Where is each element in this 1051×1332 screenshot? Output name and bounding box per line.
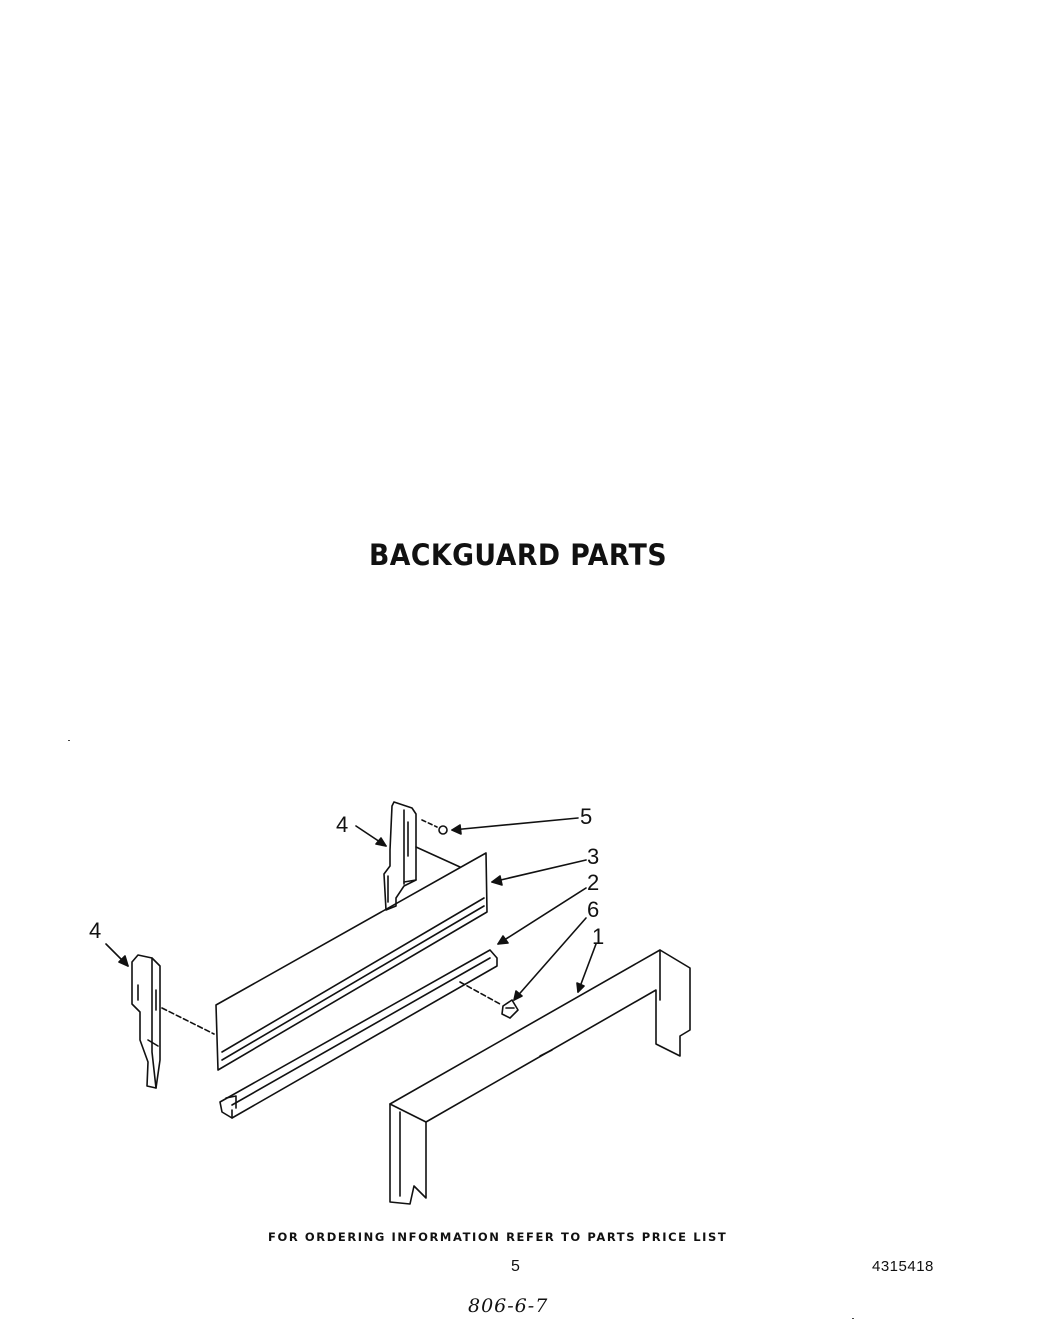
part-2-trim-strip — [219, 949, 501, 1119]
callout-3: 3 — [587, 844, 599, 869]
part-1-backguard-frame — [389, 949, 691, 1205]
callout-4-left: 4 — [89, 918, 101, 943]
scan-speck — [852, 1318, 854, 1319]
part-6-clip — [501, 999, 519, 1019]
scan-speck — [68, 740, 70, 741]
document-number: 4315418 — [872, 1258, 934, 1275]
page-title: BACKGUARD PARTS — [368, 538, 668, 572]
callout-2: 2 — [587, 870, 599, 895]
part-5-screw — [421, 819, 448, 835]
part-4-upper-bracket — [383, 801, 417, 911]
ordering-note: FOR ORDERING INFORMATION REFER TO PARTS … — [268, 1230, 728, 1244]
callout-5: 5 — [580, 804, 592, 829]
part-4-left-bracket — [131, 954, 161, 1089]
callout-6: 6 — [587, 897, 599, 922]
callout-1: 1 — [592, 924, 604, 949]
callout-4-upper: 4 — [336, 812, 348, 837]
part-3-backguard-panel — [161, 846, 488, 1071]
leader-lines — [105, 817, 597, 1001]
page-number: 5 — [511, 1258, 520, 1275]
handwritten-code: 806-6-7 — [468, 1295, 549, 1317]
